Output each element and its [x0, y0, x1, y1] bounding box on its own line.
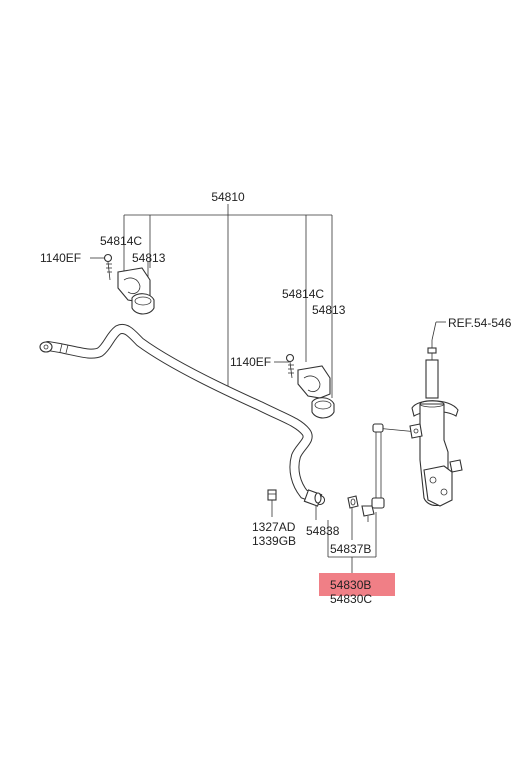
- strut-assembly: [409, 340, 463, 507]
- label-54813-left: 54813: [132, 251, 166, 265]
- label-54837B: 54837B: [330, 542, 371, 556]
- highlight-54830B: [319, 573, 395, 596]
- label-54814C-left: 54814C: [100, 234, 142, 248]
- labels: 54810 54814C 54813 1140EF 54814C 54813 1…: [40, 190, 512, 606]
- small-parts: [267, 489, 359, 509]
- left-mount: [103, 253, 155, 315]
- label-54830C: 54830C: [330, 592, 372, 606]
- label-ref-54-546: REF.54-546: [448, 316, 512, 330]
- stabilizer-link: [361, 423, 385, 522]
- label-54810: 54810: [211, 190, 245, 204]
- label-1140EF-right: 1140EF: [230, 355, 271, 369]
- label-1339GB: 1339GB: [252, 534, 296, 548]
- label-54830B: 54830B: [330, 578, 371, 592]
- label-54813-right: 54813: [312, 303, 346, 317]
- label-54838: 54838: [306, 524, 340, 538]
- label-54814C-right: 54814C: [282, 287, 324, 301]
- right-mount: [285, 353, 335, 419]
- label-1140EF-left: 1140EF: [40, 251, 81, 265]
- stabilizer-bar: [39, 324, 325, 507]
- label-1327AD: 1327AD: [252, 520, 296, 534]
